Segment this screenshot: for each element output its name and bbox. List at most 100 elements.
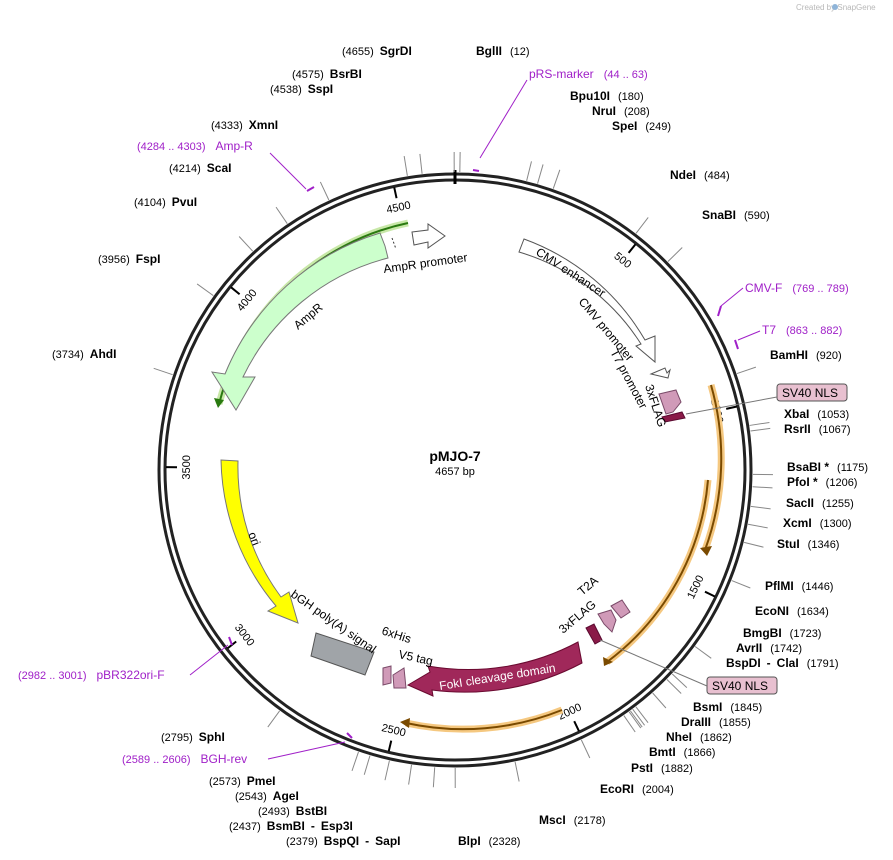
site-label-nhei: NheI(1862) <box>666 730 732 744</box>
primer-leader-cmv-f <box>720 287 744 307</box>
site-leader-37 <box>319 181 330 201</box>
site-label-sgrdi: (4655)SgrDI <box>342 44 412 58</box>
t7-promoter-feature[interactable] <box>649 367 671 379</box>
site-label-xbai: XbaI(1053) <box>784 407 849 421</box>
sv40-nls-upper-feature[interactable] <box>661 411 686 423</box>
tick-label-4000: 4000 <box>235 287 260 314</box>
site-leader-23 <box>623 715 636 733</box>
primer-mark-amp-r <box>306 186 315 192</box>
ampr-feature[interactable] <box>210 232 389 411</box>
sv40-nls-label-lower: SV40 NLS <box>712 679 768 693</box>
site-leader-lines <box>153 151 773 789</box>
site-leader-13 <box>743 541 764 548</box>
site-leader-22 <box>628 711 642 729</box>
site-label-sphi: (2795)SphI <box>161 730 225 744</box>
ampr-cds-boundary <box>391 237 397 250</box>
primer-leader-pbr322ori-f <box>189 644 229 676</box>
orf-line-1 <box>704 384 723 551</box>
snapgene-logo-icon <box>832 4 838 10</box>
site-label-bspqi-sapi: (2379)BspQI-SapI <box>286 834 400 848</box>
site-label-xmni: (4333)XmnI <box>211 118 278 132</box>
site-label-pmei: (2573)PmeI <box>209 774 275 788</box>
tick-label-3500: 3500 <box>181 455 193 480</box>
site-leader-31 <box>351 751 359 772</box>
site-leader-19 <box>635 706 649 724</box>
site-leader-2 <box>537 164 544 184</box>
site-leader-21 <box>630 710 643 728</box>
tick-mark-500 <box>627 243 637 254</box>
site-leader-36 <box>275 206 288 224</box>
plasmid-name: pMJO-7 <box>429 448 481 464</box>
3xflag-upper-feature[interactable] <box>658 389 682 415</box>
site-leader-35 <box>238 236 254 252</box>
sv40-nls-lower-feature[interactable] <box>585 623 603 645</box>
site-leader-18 <box>652 692 667 709</box>
primer-mark-prs-marker <box>472 169 480 172</box>
site-label-bglii: BglII(12) <box>476 44 530 58</box>
ampr-promoter-feature[interactable] <box>411 223 446 249</box>
tick-mark-2000 <box>573 720 580 732</box>
site-leader-24 <box>580 739 591 759</box>
primer-label-t7: T7(863 .. 882) <box>762 323 842 337</box>
site-leader-4 <box>635 217 649 234</box>
site-leader-16 <box>671 673 688 689</box>
primer-mark-pbr322ori-f <box>228 636 233 646</box>
site-label-bsmi: BsmI(1845) <box>693 700 762 714</box>
site-label-nrui: NruI(208) <box>592 104 650 118</box>
site-leader-1 <box>526 161 532 181</box>
tick-label-500: 500 <box>612 250 634 271</box>
site-leader-6 <box>736 366 757 375</box>
site-label-bmti: BmtI(1866) <box>649 745 715 759</box>
sv40-nls-leader-upper <box>685 396 778 415</box>
tick-label-2500: 2500 <box>380 722 407 739</box>
tick-mark-4000 <box>230 286 241 296</box>
foki-cleavage-domain-feature[interactable] <box>406 641 583 697</box>
ampr-orf-arrowhead <box>214 398 224 408</box>
site-leader-14 <box>731 580 751 589</box>
site-leader-15 <box>694 646 712 659</box>
site-leader-39 <box>419 153 423 174</box>
site-label-fspi: (3956)FspI <box>98 252 160 266</box>
site-label-econi: EcoNI(1634) <box>755 604 829 618</box>
feature-label-cmv-promoter: CMV promoter <box>576 295 637 364</box>
ori-feature[interactable] <box>220 459 299 624</box>
tick-label-1500: 1500 <box>685 574 707 601</box>
primer-mark-t7 <box>734 339 739 350</box>
v5-tag-feature[interactable] <box>392 667 407 689</box>
3xflag-lower-feature[interactable] <box>597 609 617 633</box>
site-label-sspi: (4538)SspI <box>270 82 333 96</box>
feature-label-v5-tag: V5 tag <box>397 647 434 668</box>
primer-leader-amp-r <box>269 152 307 190</box>
site-label-bmgbi: BmgBI(1723) <box>743 626 821 640</box>
site-label-ecori: EcoRI(2004) <box>600 782 674 796</box>
site-label-pvui: (4104)PvuI <box>134 195 197 209</box>
bgh-polya-feature[interactable] <box>310 632 375 676</box>
site-leader-32 <box>267 710 280 728</box>
site-leader-28 <box>408 764 413 785</box>
cmv-enhancer-promoter-feature[interactable] <box>518 238 656 364</box>
tick-label-3000: 3000 <box>232 622 257 649</box>
site-leader-12 <box>747 523 768 529</box>
site-leader-3 <box>552 169 561 189</box>
primer-mark-cmv-f <box>717 305 722 317</box>
site-label-bamhi: BamHI(920) <box>770 348 842 362</box>
site-label-draiii: DraIII(1855) <box>681 715 751 729</box>
site-label-spei: SpeI(249) <box>612 119 671 133</box>
orf-line-2 <box>606 479 709 663</box>
site-label-agei: (2543)AgeI <box>235 789 299 803</box>
6xhis-feature[interactable] <box>382 665 392 686</box>
primer-marks <box>189 79 761 760</box>
site-label-bstbi: (2493)BstBI <box>258 804 327 818</box>
feature-label-t2a: T2A <box>575 573 601 598</box>
sv40-nls-leader-lower <box>599 639 708 687</box>
plasmid-length: 4657 bp <box>435 466 475 478</box>
primer-leader-t7 <box>737 330 761 341</box>
primer-leader-bgh-rev <box>267 741 346 760</box>
sv40-nls-box-upper <box>776 383 848 402</box>
orf-arrowhead-1 <box>700 546 712 556</box>
t2a-feature[interactable] <box>610 599 631 619</box>
site-leader-29 <box>384 760 390 781</box>
site-leader-33 <box>153 367 173 376</box>
site-label-bpu10i: Bpu10I(180) <box>570 89 644 103</box>
